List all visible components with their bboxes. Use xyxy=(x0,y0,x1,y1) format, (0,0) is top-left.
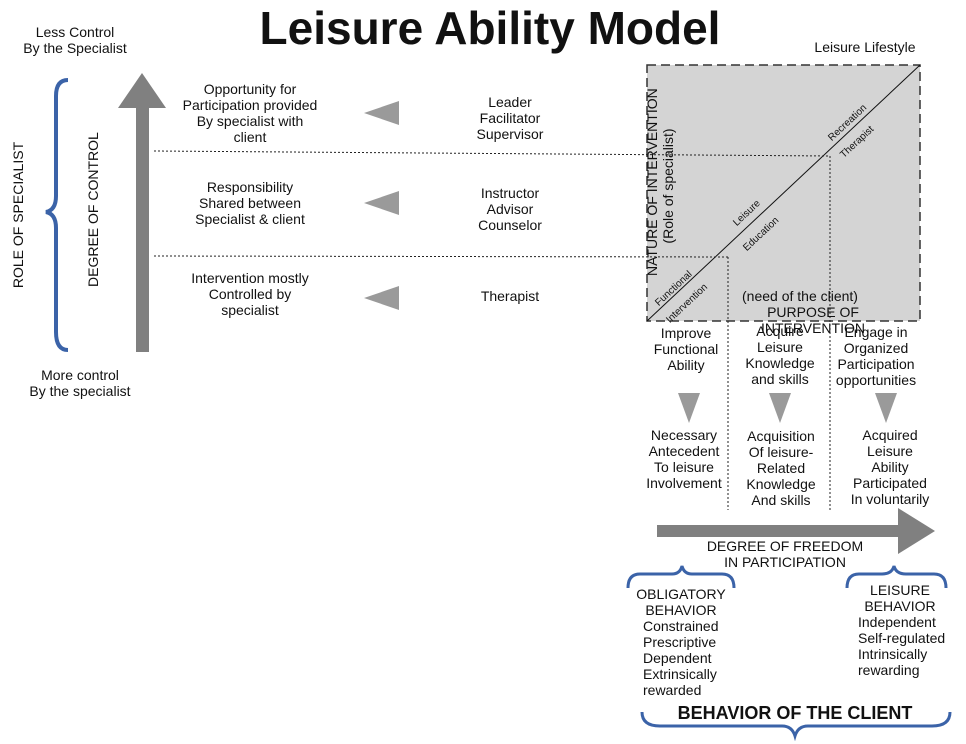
purpose-of-intervention-label: PURPOSE OF INTERVENTION xyxy=(761,304,865,336)
behavior-of-client-label: BEHAVIOR OF THE CLIENT xyxy=(677,703,913,723)
leisure-behavior-brace xyxy=(845,565,948,589)
row-1-roles: Leader Facilitator Supervisor xyxy=(476,94,544,142)
leisure-behavior-traits: Independent Self-regulated Intrinsically… xyxy=(858,614,946,678)
column-1-purpose: Improve Functional Ability xyxy=(653,325,719,373)
obligatory-behavior-heading: OBLIGATORY BEHAVIOR xyxy=(636,586,726,618)
dotted-line-middle xyxy=(153,255,729,258)
down-triangle-2 xyxy=(769,393,791,423)
role-of-specialist-label: ROLE OF SPECIALIST xyxy=(10,141,26,289)
role-brace xyxy=(45,78,69,352)
degree-of-freedom-label: DEGREE OF FREEDOM IN PARTICIPATION xyxy=(706,538,864,570)
obligatory-brace xyxy=(626,565,736,589)
client-brace xyxy=(640,711,952,742)
row-2-roles: Instructor Advisor Counselor xyxy=(478,185,542,233)
left-triangle-3 xyxy=(364,286,399,310)
page-title: Leisure Ability Model xyxy=(259,2,721,54)
more-control-label: More control By the specialist xyxy=(29,367,131,399)
dotted-line-top xyxy=(153,150,831,157)
down-triangle-1 xyxy=(678,393,700,423)
column-1-outcome: Necessary Antecedent To leisure Involvem… xyxy=(646,427,722,491)
column-2-outcome: Acquisition Of leisure- Related Knowledg… xyxy=(746,428,816,508)
freedom-arrow-head xyxy=(898,508,935,554)
row-3-description: Intervention mostly Controlled by specia… xyxy=(191,270,309,318)
nature-of-intervention-label: NATURE OF INTERVENTION (Role of speciali… xyxy=(644,88,676,276)
obligatory-behavior-traits: Constrained Prescriptive Dependent Extri… xyxy=(643,618,719,698)
less-control-label: Less Control By the Specialist xyxy=(23,24,127,56)
control-arrow-shaft xyxy=(136,105,149,352)
control-arrow-head xyxy=(118,73,166,108)
down-triangle-3 xyxy=(875,393,897,423)
leisure-behavior-heading: LEISURE BEHAVIOR xyxy=(864,582,936,614)
left-triangle-1 xyxy=(364,101,399,125)
nature-heading: NATURE OF INTERVENTION xyxy=(644,88,660,276)
nature-subheading: (Role of specialist) xyxy=(660,128,676,244)
freedom-arrow-shaft xyxy=(657,525,902,537)
row-1-description: Opportunity for Participation provided B… xyxy=(182,81,318,145)
degree-of-control-label: DEGREE OF CONTROL xyxy=(85,132,101,287)
column-2-purpose: Acquire Leisure Knowledge and skills xyxy=(745,323,815,387)
row-3-roles: Therapist xyxy=(480,288,540,304)
box-diagonal-line xyxy=(646,64,921,322)
left-triangle-2 xyxy=(364,191,399,215)
need-of-client-label: (need of the client) xyxy=(742,288,858,304)
row-2-description: Responsibility Shared between Specialist… xyxy=(195,179,305,227)
column-3-outcome: Acquired Leisure Ability Participated In… xyxy=(850,427,930,507)
leisure-lifestyle-label: Leisure Lifestyle xyxy=(814,39,916,55)
column-3-purpose: Engage in Organized Participation opport… xyxy=(835,324,917,388)
